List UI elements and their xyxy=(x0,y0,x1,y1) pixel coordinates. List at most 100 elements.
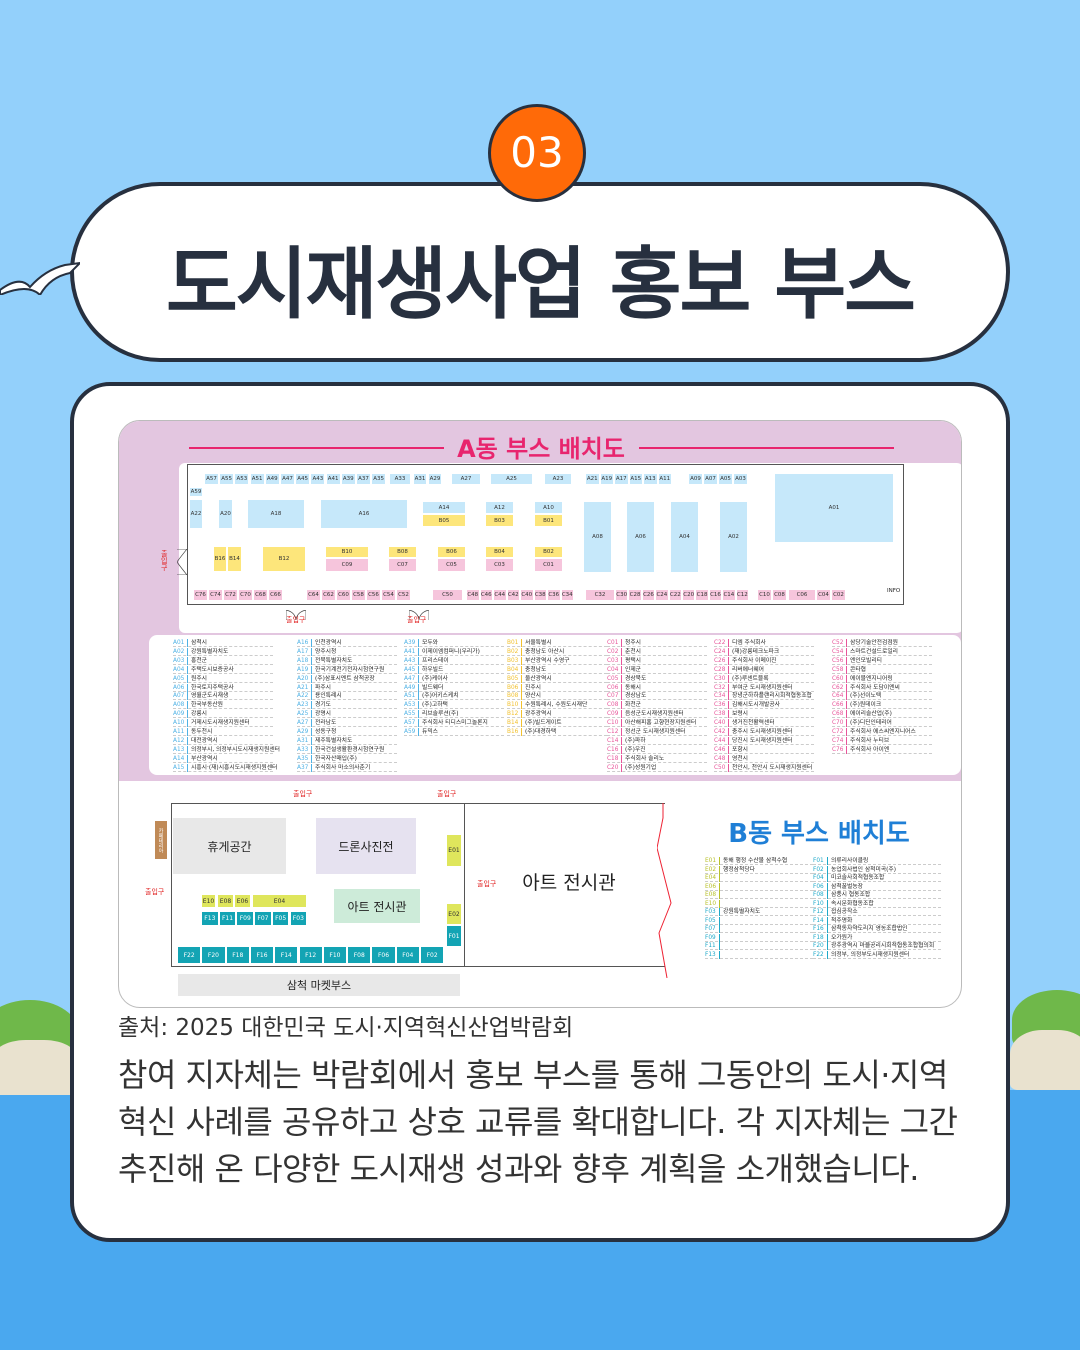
booth-a04: A04 xyxy=(670,501,699,573)
exhibitor-name: 주식회사 이메이진 xyxy=(732,657,777,664)
exhibitor-name: 강원특별자치도 xyxy=(191,648,229,655)
booth-c44: C44 xyxy=(493,589,507,601)
booth-code: C64 xyxy=(832,692,847,701)
exhibitor-name: 용인특례시 xyxy=(315,693,342,700)
booth-a27: A27 xyxy=(451,473,481,485)
booth-c05: C05 xyxy=(437,558,466,572)
booth-code: F08 xyxy=(813,891,828,899)
legend-item: C24(재)강릉테크노파크 xyxy=(714,647,814,656)
booth-code: B10 xyxy=(507,701,522,710)
booth-code: F07 xyxy=(705,925,720,933)
description: 참여 지자체는 박람회에서 홍보 부스를 통해 그동안의 도시·지역 혁신 사례… xyxy=(118,1052,978,1193)
exhibitor-name: 충청남도 xyxy=(525,666,547,673)
booth-c42: C42 xyxy=(506,589,520,601)
booth-code: C74 xyxy=(832,736,847,745)
booth-code: C42 xyxy=(714,728,729,736)
rest-area: 휴게공간 xyxy=(173,818,286,874)
exhibitor-name: (주)파하 xyxy=(625,737,646,744)
booth-code: F11 xyxy=(705,942,720,950)
booth-c70: C70 xyxy=(238,589,253,601)
legend-item: F09 xyxy=(705,933,813,942)
booth-code: A25 xyxy=(297,710,312,719)
exhibitor-name: 한국건설생활환경시험연구원 xyxy=(315,746,385,753)
exhibitor-name: 한국기계전기전자시험연구원 xyxy=(315,666,385,673)
booth-code: B08 xyxy=(507,692,522,701)
booth-a18: A18 xyxy=(247,499,305,529)
legend-item: F07 xyxy=(705,925,813,933)
booth-a23: A23 xyxy=(544,473,572,485)
exhibitor-name: 광명시 xyxy=(315,711,331,718)
booth-code: F05 xyxy=(705,916,720,925)
booth-b05: B05 xyxy=(422,514,466,527)
exhibitor-name: 주식회사 누티브 xyxy=(850,737,890,744)
booth-c38: C38 xyxy=(533,589,547,601)
booth-c08: C08 xyxy=(772,589,787,601)
booth-code: C22 xyxy=(714,639,729,647)
booth-code: A13 xyxy=(173,745,188,754)
booth-code: E06 xyxy=(705,882,720,891)
legend-item: C66(주)원데이크 xyxy=(832,701,932,710)
booth-code: E08 xyxy=(705,891,720,899)
exhibitor-name: 부여군 도시재생지원센터 xyxy=(732,684,793,691)
exhibitor-name: 동두천시 xyxy=(191,729,213,735)
booth-code: C60 xyxy=(832,674,847,683)
booth-code: A31 xyxy=(297,736,312,745)
booth-e01: E01 xyxy=(446,834,462,867)
booth-code: A01 xyxy=(173,639,188,647)
booth-code: F01 xyxy=(813,857,828,865)
booth-code: C28 xyxy=(714,665,729,674)
exhibitor-name: 대전광역시 xyxy=(191,737,218,744)
booth-code: A02 xyxy=(173,647,188,656)
booth-a43: A43 xyxy=(310,473,326,485)
booth-a10: A10 xyxy=(534,501,563,514)
booth-a22: A22 xyxy=(189,499,203,529)
exhibitor-name: 주식회사 에스씨엔지니어스 xyxy=(850,729,916,735)
booth-code: A15 xyxy=(173,763,188,772)
legend-item: C20(주)성원기업 xyxy=(607,763,707,772)
exhibitor-name: (재)강릉테크노파크 xyxy=(732,648,780,655)
exhibitor-name: 당진시 도시재생지원센터 xyxy=(732,737,793,744)
booth-code: C14 xyxy=(607,736,622,745)
seagull-icon xyxy=(0,255,83,297)
booth-f04: F04 xyxy=(395,946,420,964)
exhibitor-name: (주)대경하택 xyxy=(525,729,557,735)
legend-item: A47(주)케이사 xyxy=(404,674,504,683)
exhibitor-name: 속시문화협동조합 xyxy=(831,900,874,907)
exhibitor-name: (주)성원기업 xyxy=(625,764,657,771)
booth-code: C16 xyxy=(607,745,622,754)
booth-code: C06 xyxy=(607,683,622,692)
booth-code: C62 xyxy=(832,683,847,692)
exhibitor-name: (주)고하택 xyxy=(422,702,448,709)
exhibitor-name: 전북특별자치도 xyxy=(315,657,353,664)
booth-a49: A49 xyxy=(264,473,280,485)
booth-c02: C02 xyxy=(831,589,846,601)
exhibitor-name: 생거진천활력센터 xyxy=(732,720,775,727)
booth-code: F03 xyxy=(705,908,720,916)
legend-item: C16(주)우진 xyxy=(607,745,707,754)
booth-code: C50 xyxy=(714,763,729,772)
booth-f01: F01 xyxy=(446,925,462,947)
booth-code: F20 xyxy=(813,942,828,950)
